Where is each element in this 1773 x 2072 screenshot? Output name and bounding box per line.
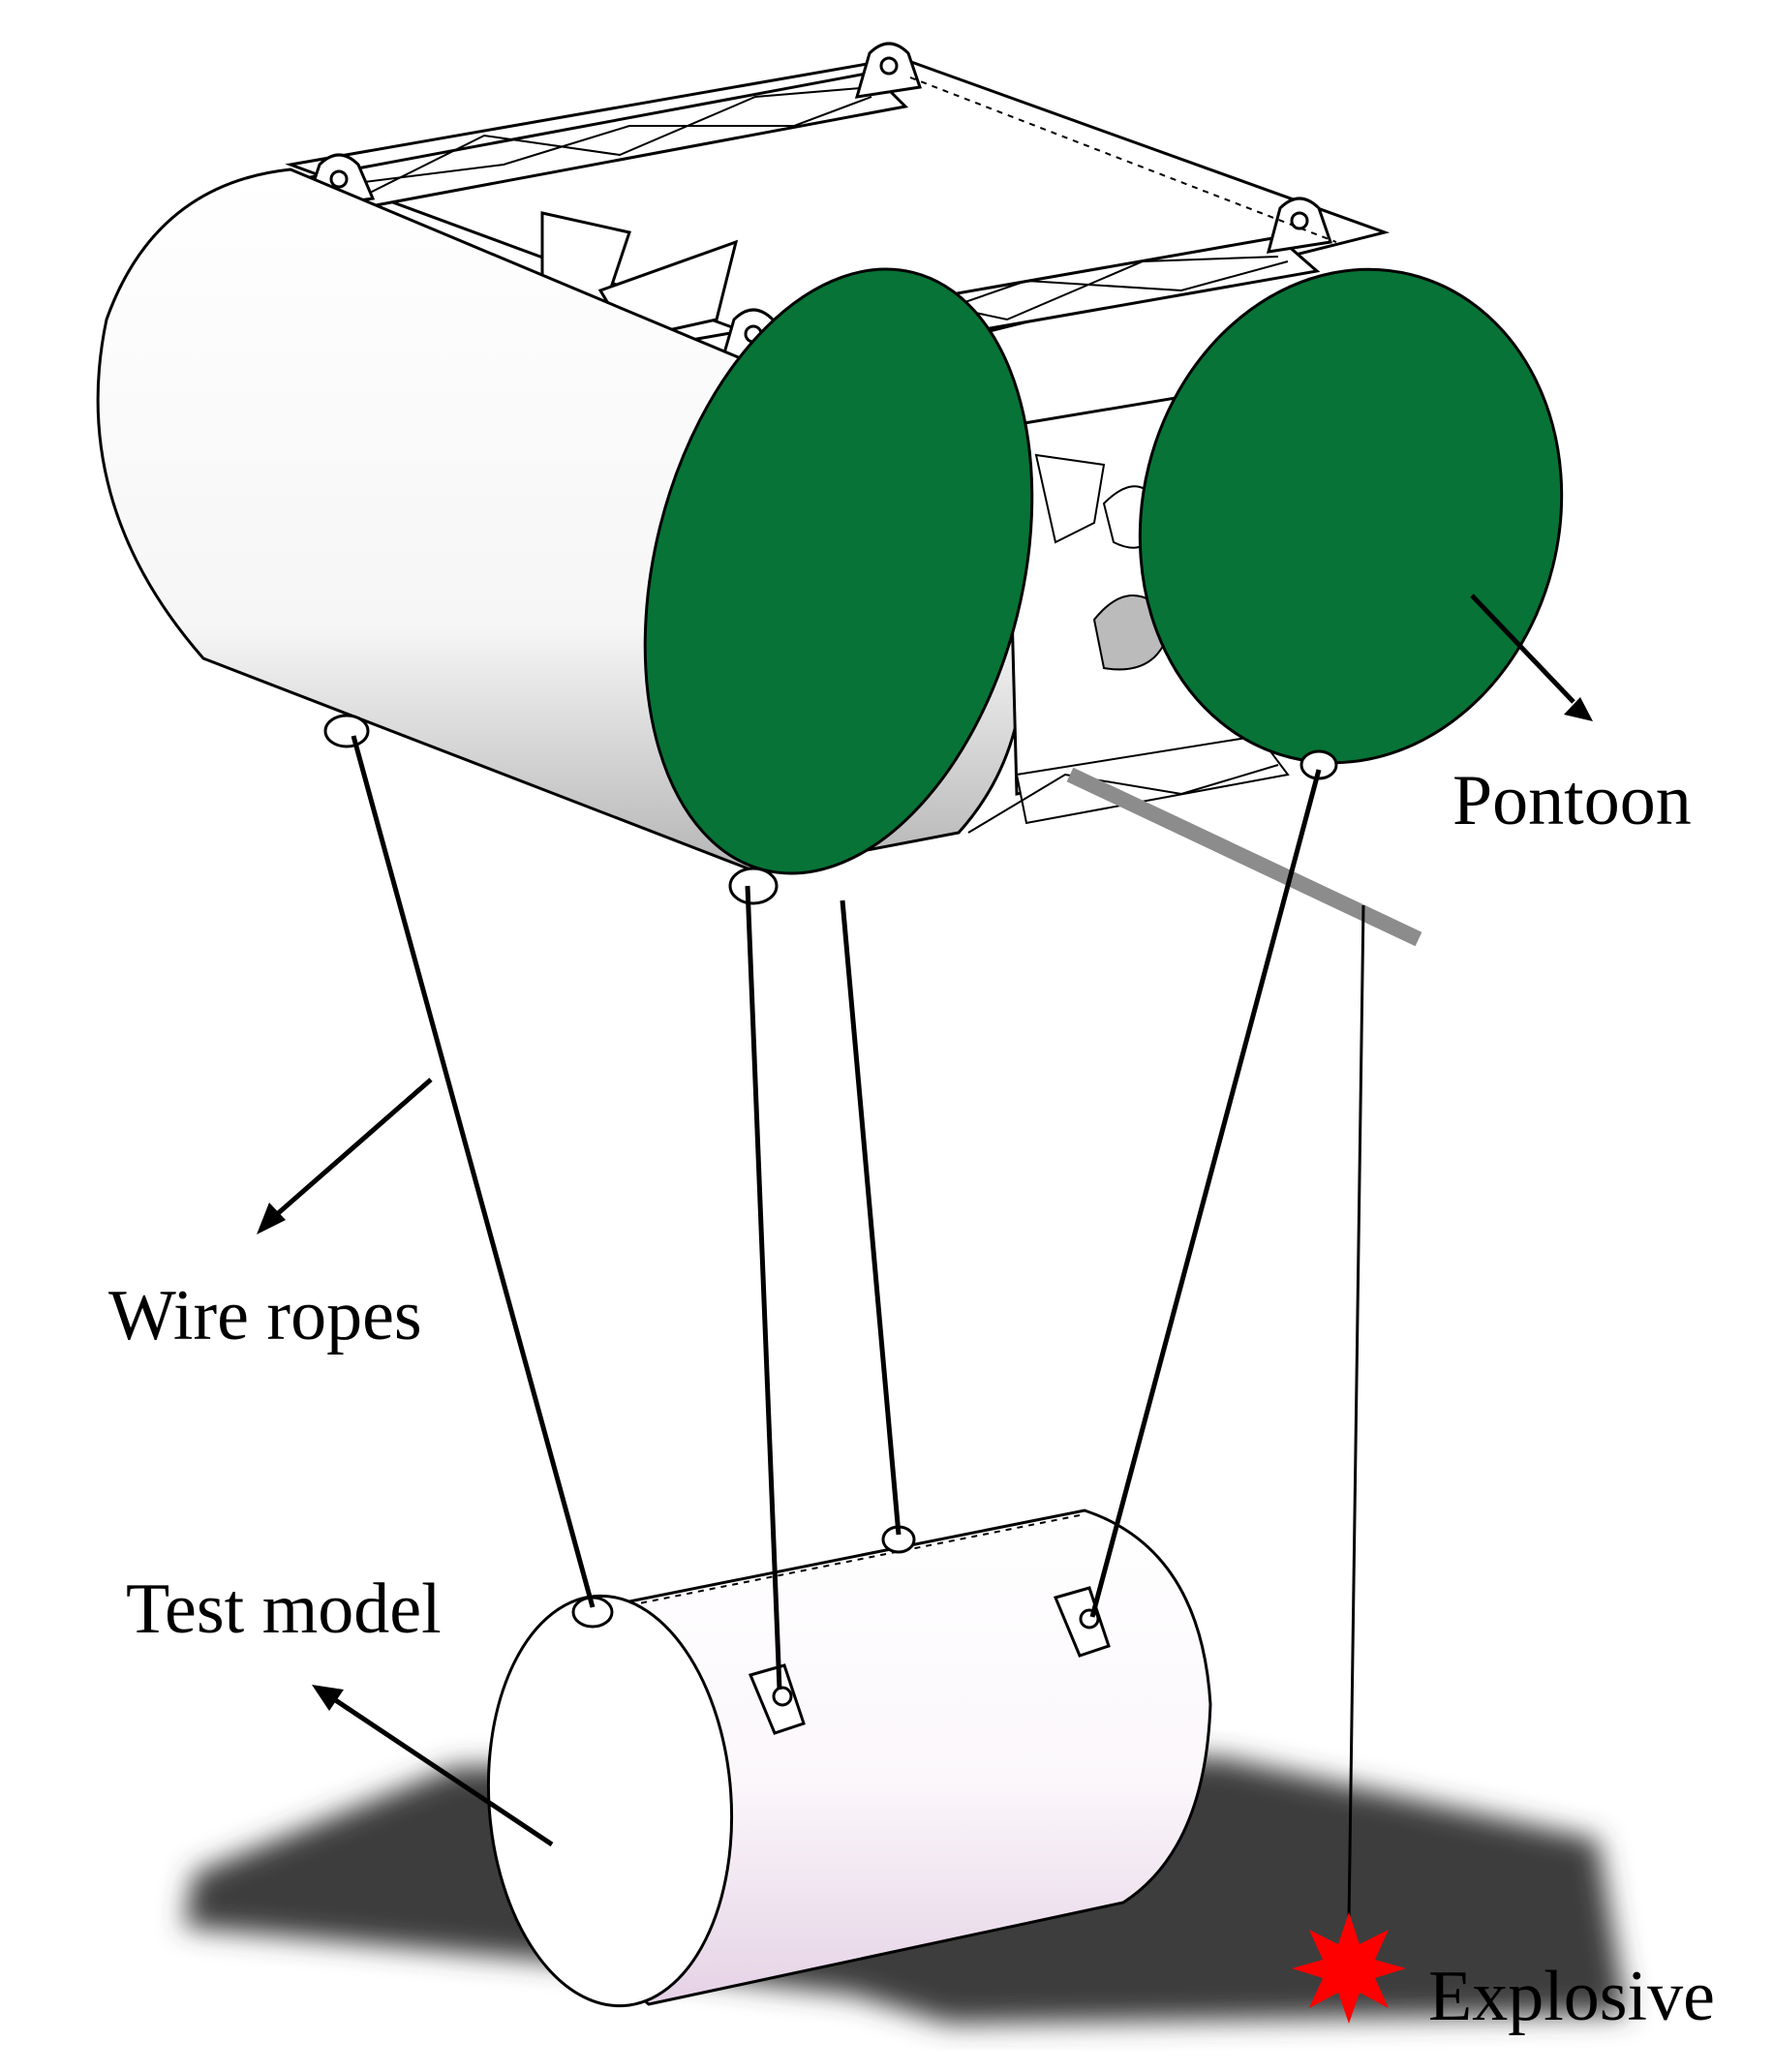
wire-rope <box>1089 769 1322 1618</box>
pontoon-end-cap-right <box>1138 267 1564 765</box>
test-model-end-face <box>486 1594 734 2008</box>
pontoon-arrow <box>1470 594 1593 721</box>
pontoon-frame <box>285 42 1391 375</box>
lifting-lug <box>854 42 923 99</box>
pontoon-label: Pontoon <box>1452 761 1692 840</box>
model-rope-lugs <box>571 1525 1111 1735</box>
explosive-line <box>1347 904 1365 1923</box>
wire-ropes-label: Wire ropes <box>108 1276 422 1356</box>
explosive-icon <box>1292 1912 1406 2024</box>
test-model-cylinder <box>486 1508 1212 2008</box>
wire-rope <box>351 735 596 1608</box>
test-model-label: Test model <box>126 1569 442 1649</box>
wire-ropes <box>351 735 1322 1691</box>
callout-arrows <box>257 594 1593 1847</box>
wire-rope <box>840 899 902 1536</box>
wire-ropes-arrow <box>257 1078 433 1234</box>
explosive-label: Explosive <box>1428 1957 1715 2036</box>
lifting-lug <box>1266 197 1332 254</box>
wire-rope <box>745 885 782 1691</box>
test-model-arrow <box>312 1685 554 1847</box>
support-bar <box>1066 767 1422 947</box>
pontoon-rope-lugs <box>323 714 1338 905</box>
